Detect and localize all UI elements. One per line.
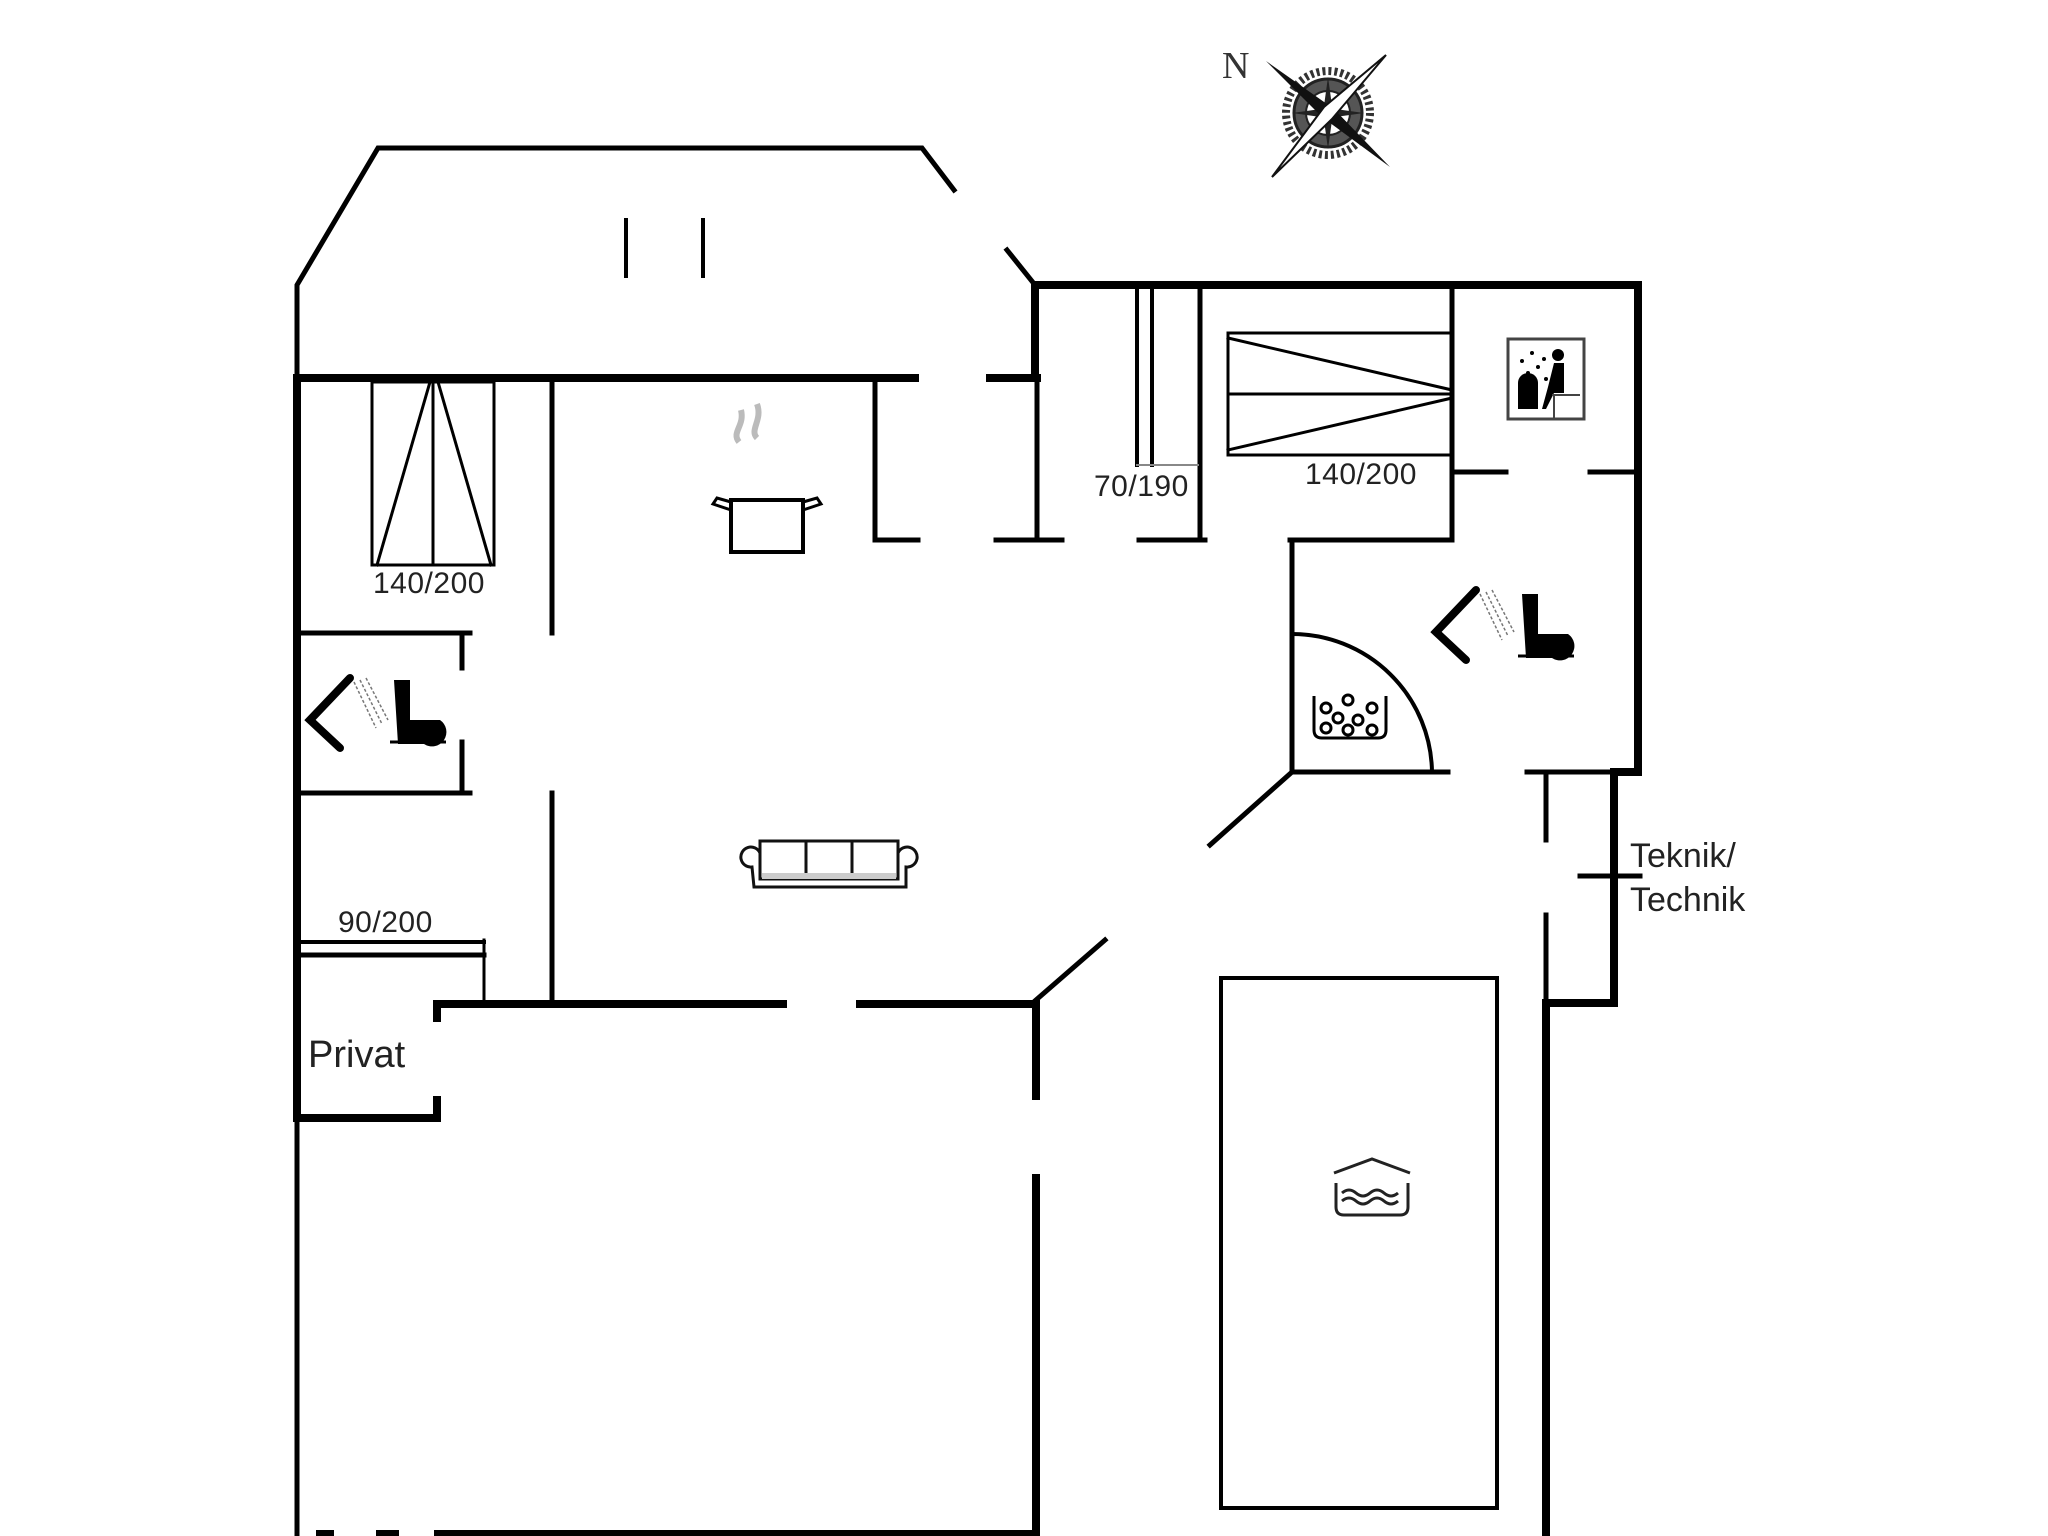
toilet-icon (1518, 594, 1575, 661)
shower-icon (304, 674, 389, 752)
terrace-north-outline (294, 145, 1039, 1536)
exterior-walls (293, 281, 1642, 1536)
interior-walls (297, 285, 1643, 1006)
compass-rose-icon (1266, 54, 1390, 178)
bed-70-190 (1135, 286, 1199, 467)
spa-bath-icon (1312, 693, 1388, 740)
bed-140-200-left (370, 380, 496, 567)
indoor-pool-icon (1333, 1157, 1411, 1217)
bed-size-label: 90/200 (338, 906, 433, 939)
bed-size-label: 140/200 (373, 567, 485, 600)
bed-size-label: 70/190 (1094, 470, 1189, 503)
technical-label-line2: Technik (1630, 881, 1746, 919)
shower-icon (1430, 586, 1515, 664)
sofa-icon (739, 839, 919, 889)
cooking-pot-icon (710, 402, 824, 554)
indoor-pool (1219, 976, 1499, 1510)
bed-140-200-right (1226, 331, 1454, 457)
compass-north-label: N (1222, 45, 1250, 87)
technical-label-line1: Teknik/ (1630, 837, 1736, 875)
sauna-icon (1506, 337, 1586, 421)
bed-size-label: 140/200 (1305, 458, 1417, 491)
room-label-privat: Privat (308, 1034, 406, 1076)
toilet-icon (390, 680, 447, 747)
room-label-technical: Teknik/ Technik (1630, 834, 1745, 922)
bed-90-200 (297, 938, 487, 1002)
spa-enclosure-arc (1289, 631, 1435, 775)
